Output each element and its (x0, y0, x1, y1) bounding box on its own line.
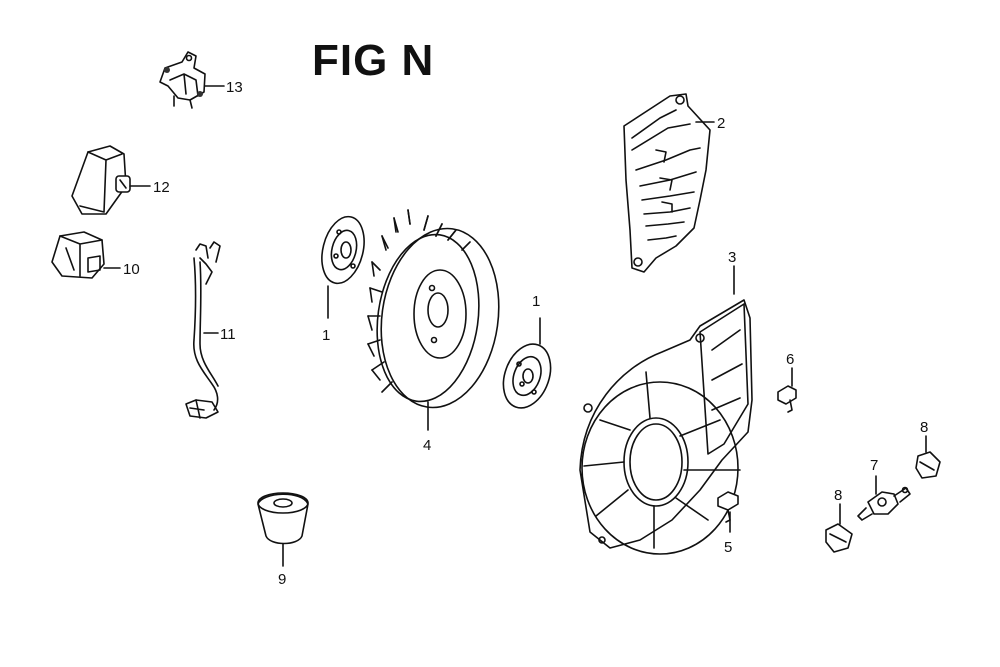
part-3-fan-shroud (579, 299, 753, 555)
figure-title: FIG N (312, 36, 435, 85)
part-12-block (71, 145, 131, 215)
callout-1-right: 1 (532, 293, 540, 310)
callout-4: 4 (423, 437, 431, 454)
part-4-flywheel (367, 209, 500, 409)
part-1-hub-right (502, 343, 552, 409)
callout-13: 13 (226, 79, 243, 96)
part-8-clip-left (825, 523, 853, 553)
part-6-screw (777, 385, 797, 413)
part-13-bracket (159, 51, 206, 109)
callout-12: 12 (153, 179, 170, 196)
part-7-bolt (857, 486, 911, 521)
callout-1-left: 1 (322, 327, 330, 344)
part-10-block (51, 231, 105, 279)
callout-8-right: 8 (920, 419, 928, 436)
part-5-screw (717, 491, 739, 523)
callout-9: 9 (278, 571, 286, 588)
callout-11: 11 (220, 326, 236, 343)
part-8-clip-right (915, 451, 941, 479)
callout-3: 3 (728, 249, 736, 266)
callout-8-left: 8 (834, 487, 842, 504)
callout-2: 2 (717, 115, 725, 132)
callout-5: 5 (724, 539, 732, 556)
part-9-rubber-cap (257, 492, 309, 545)
callout-10: 10 (123, 261, 140, 278)
callout-6: 6 (786, 351, 794, 368)
part-1-hub-left (321, 215, 365, 285)
callout-7: 7 (870, 457, 878, 474)
part-2-rib-cover (623, 93, 711, 273)
part-11-wire-harness (185, 241, 221, 419)
